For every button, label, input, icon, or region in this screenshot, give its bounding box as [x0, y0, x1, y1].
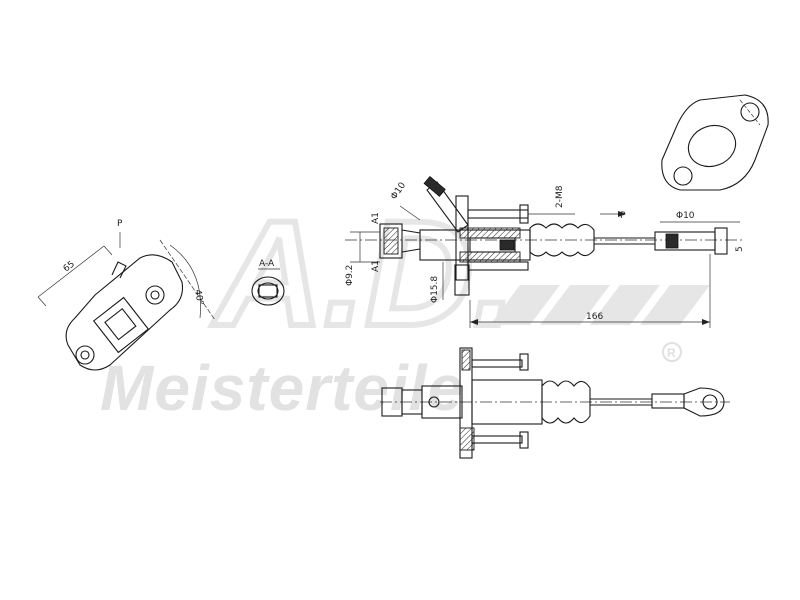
watermark-registered-mark: R: [662, 342, 682, 362]
watermark-stripes: [490, 285, 710, 325]
dim-thread: 2-M8: [555, 185, 565, 208]
dim-5: 5: [735, 246, 745, 252]
watermark-logo: A.D.: [211, 189, 515, 357]
flange-gasket: [661, 94, 769, 191]
master-cylinder-section: Φ9.2 Φ15.8 Φ10 2-M8 P Φ10 5 166 A1 A1: [345, 175, 745, 328]
dim-angle: 40°: [192, 289, 205, 306]
watermark: A.D. Meisterteile R: [100, 186, 710, 424]
dim-phi10-rod: Φ10: [676, 211, 695, 221]
section-a-a-label: A-A: [259, 259, 275, 269]
side-view-label-p: P: [117, 219, 123, 229]
dim-65: 65: [62, 259, 77, 274]
flange-side-view: 65 40° P: [37, 219, 216, 371]
section-mark-bottom: A1: [371, 260, 381, 272]
dim-166: 166: [586, 312, 603, 322]
watermark-brand: Meisterteile: [100, 352, 464, 424]
dim-phi9-2: Φ9.2: [345, 265, 355, 286]
master-cylinder-external-view: [380, 347, 730, 459]
dim-phi15-8: Φ15.8: [430, 276, 440, 303]
main-view-label-p: P: [620, 211, 626, 221]
section-mark-top: A1: [371, 212, 381, 224]
section-a-a: A-A: [251, 259, 285, 306]
svg-text:R: R: [667, 346, 676, 360]
